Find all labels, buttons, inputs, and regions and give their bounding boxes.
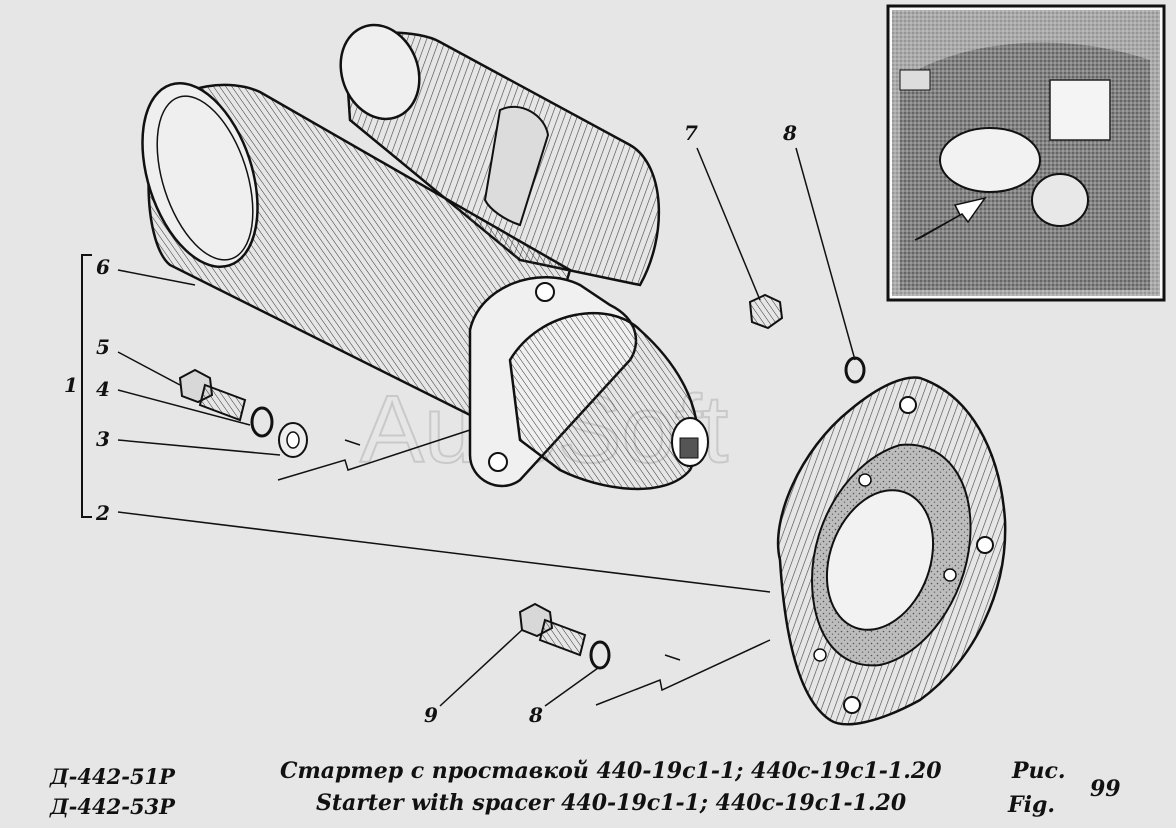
inset-photo (886, 4, 1166, 302)
callout-8-top: 8 (782, 121, 797, 145)
callout-6: 6 (96, 255, 110, 279)
model-code-1: Д-442-51Р (50, 764, 175, 789)
figure-title-ru: Стартер с проставкой 440-19с1-1; 440с-19… (280, 758, 942, 784)
spring-washer-4 (250, 406, 274, 438)
alignment-lines (277, 429, 771, 706)
bolt-upper (178, 368, 247, 422)
callout-8-bottom: 8 (528, 703, 543, 727)
figure-title-en: Starter with spacer 440-19c1-1; 440c-19c… (316, 790, 907, 816)
callout-7: 7 (684, 121, 698, 145)
bolt-lower (518, 602, 587, 657)
callout-9: 9 (424, 703, 438, 727)
spring-washer-top (844, 356, 866, 384)
figure-label-ru: Рис. (1012, 758, 1066, 784)
callout-1: 1 (64, 373, 78, 397)
spring-washer-bottom (589, 640, 611, 670)
inset-arrow-icon (914, 196, 987, 241)
starter-motor (141, 23, 709, 491)
callout-5: 5 (96, 335, 110, 359)
callout-4: 4 (96, 377, 110, 401)
assembly-bracket (81, 254, 92, 518)
leader-lines (117, 147, 856, 707)
callout-3: 3 (96, 427, 110, 451)
callout-2: 2 (95, 501, 110, 525)
figure-label-en: Fig. (1008, 792, 1056, 818)
spacer-plate (776, 376, 1007, 726)
figure-number: 99 (1090, 776, 1121, 802)
flat-washer-3 (278, 422, 308, 458)
model-code-2: Д-442-53Р (50, 794, 175, 819)
nut (748, 293, 784, 330)
